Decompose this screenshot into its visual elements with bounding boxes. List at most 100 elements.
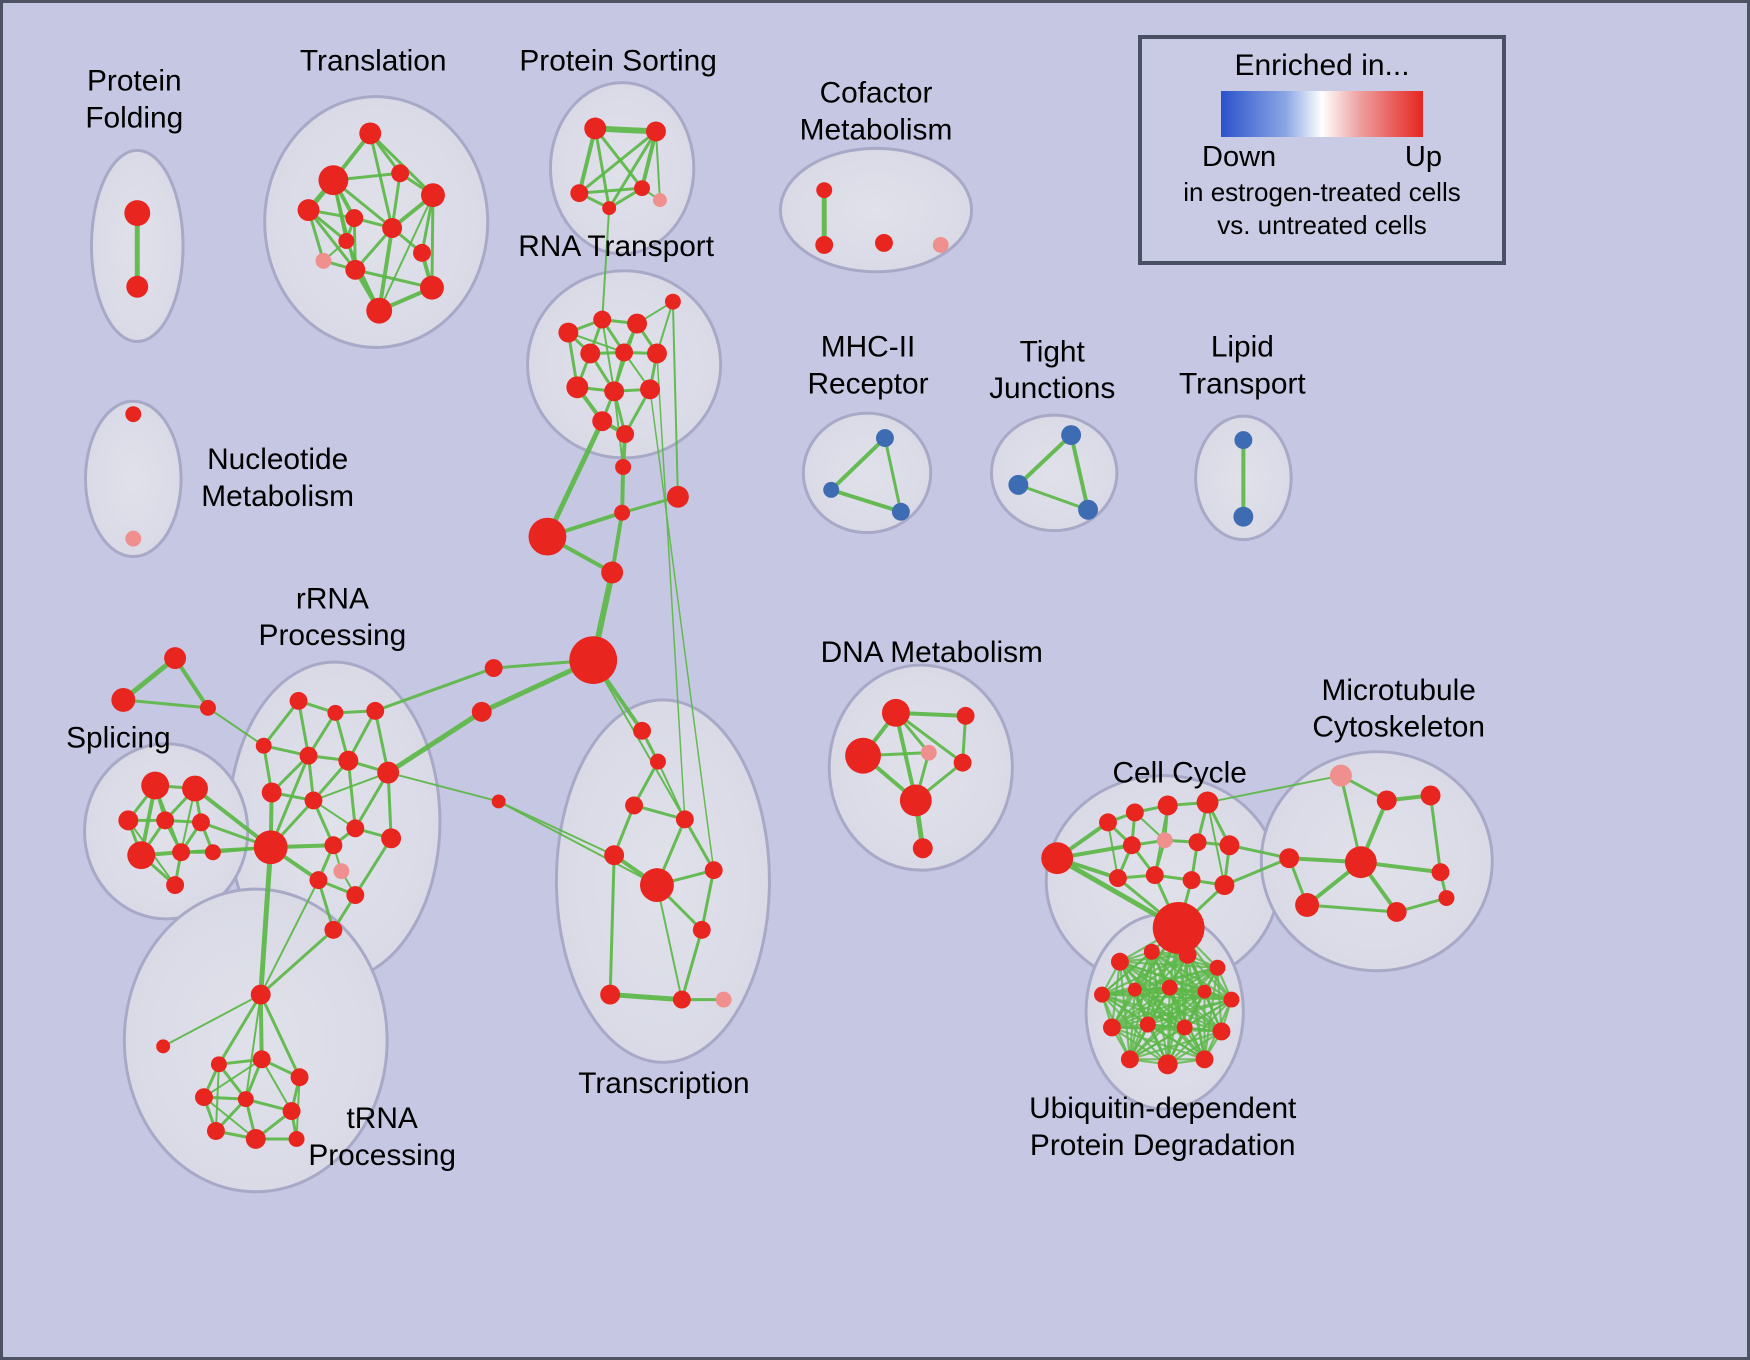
node-47 [625,796,644,815]
edge [1305,903,1399,914]
node-17 [570,184,589,203]
cluster-label-protein-sorting: Protein Sorting [519,45,717,78]
node-2 [359,122,382,145]
node-109 [1122,836,1141,855]
node-125 [1386,902,1407,922]
cluster-ellipse-nucleotide-metabolism [84,399,183,559]
node-131 [1094,986,1110,1003]
node-1 [126,275,149,298]
node-26 [593,310,612,329]
edge [378,194,434,312]
node-29 [580,343,601,364]
edge [1110,986,1171,1029]
node-6 [421,183,445,208]
node-127 [1110,952,1129,971]
node-116 [1214,875,1235,896]
node-113 [1108,869,1127,888]
node-88 [210,1056,227,1073]
edge [373,666,496,713]
edge [1128,988,1136,1061]
cluster-ellipse-microtubule-cytoskeleton [1259,750,1494,973]
node-27 [627,313,648,334]
node-71 [333,863,350,880]
node-15 [584,117,607,140]
edge [1166,998,1233,1066]
node-128 [1143,943,1160,960]
node-68 [346,819,365,838]
cluster-ellipse-protein-sorting [548,81,696,256]
node-123 [1431,863,1450,882]
node-73 [324,920,343,939]
node-75 [182,775,208,802]
node-8 [382,218,403,238]
node-103 [912,838,933,859]
edge [497,800,658,887]
node-34 [640,379,660,400]
edge [260,1058,293,1113]
node-80 [172,843,191,862]
node-136 [1102,1018,1121,1037]
node-13 [366,297,393,324]
edge [593,126,644,190]
node-20 [652,193,667,208]
node-89 [252,1050,271,1069]
cluster-ellipse-cofactor-metabolism [778,146,974,274]
node-133 [1161,979,1178,996]
cluster-ellipse-trna-processing [122,887,389,1194]
node-18 [634,180,650,197]
node-108 [1196,791,1219,814]
node-65 [304,791,323,810]
node-50 [640,868,674,903]
node-14 [338,232,355,249]
edge [259,879,320,996]
node-59 [366,701,385,720]
node-22 [815,235,834,254]
edge [577,126,598,196]
edge [387,771,500,803]
edge [368,131,435,197]
node-28 [664,293,681,310]
node-139 [1212,1022,1231,1041]
node-117 [1152,902,1205,954]
node-76 [118,810,139,831]
edge [259,993,302,1079]
node-51 [704,861,723,880]
edge [312,771,390,802]
node-90 [290,1068,309,1087]
node-72 [346,886,365,905]
node-3 [318,165,349,196]
node-145 [891,502,910,521]
node-138 [1176,1019,1193,1036]
node-140 [1120,1050,1139,1069]
node-94 [206,1122,225,1140]
edge [121,698,210,710]
legend-gradient-bar [1221,91,1423,137]
node-56 [491,794,506,809]
node-100 [920,744,937,761]
node-38 [666,485,689,508]
node-148 [1078,499,1099,520]
node-104 [1041,842,1074,875]
edge [1133,966,1219,991]
edge [1106,821,1119,880]
node-147 [1008,474,1029,495]
node-66 [253,830,288,865]
edge [206,706,265,747]
edge [656,352,686,821]
cluster-label-cell-cycle: Cell Cycle [1112,757,1246,790]
edge [202,1058,263,1099]
node-95 [245,1129,266,1149]
edge [377,226,395,313]
edge [497,800,616,857]
edge [258,844,274,998]
edge [353,836,393,897]
legend-subtitle-line2: vs. untreated cells [1217,209,1427,240]
node-43 [484,659,503,678]
